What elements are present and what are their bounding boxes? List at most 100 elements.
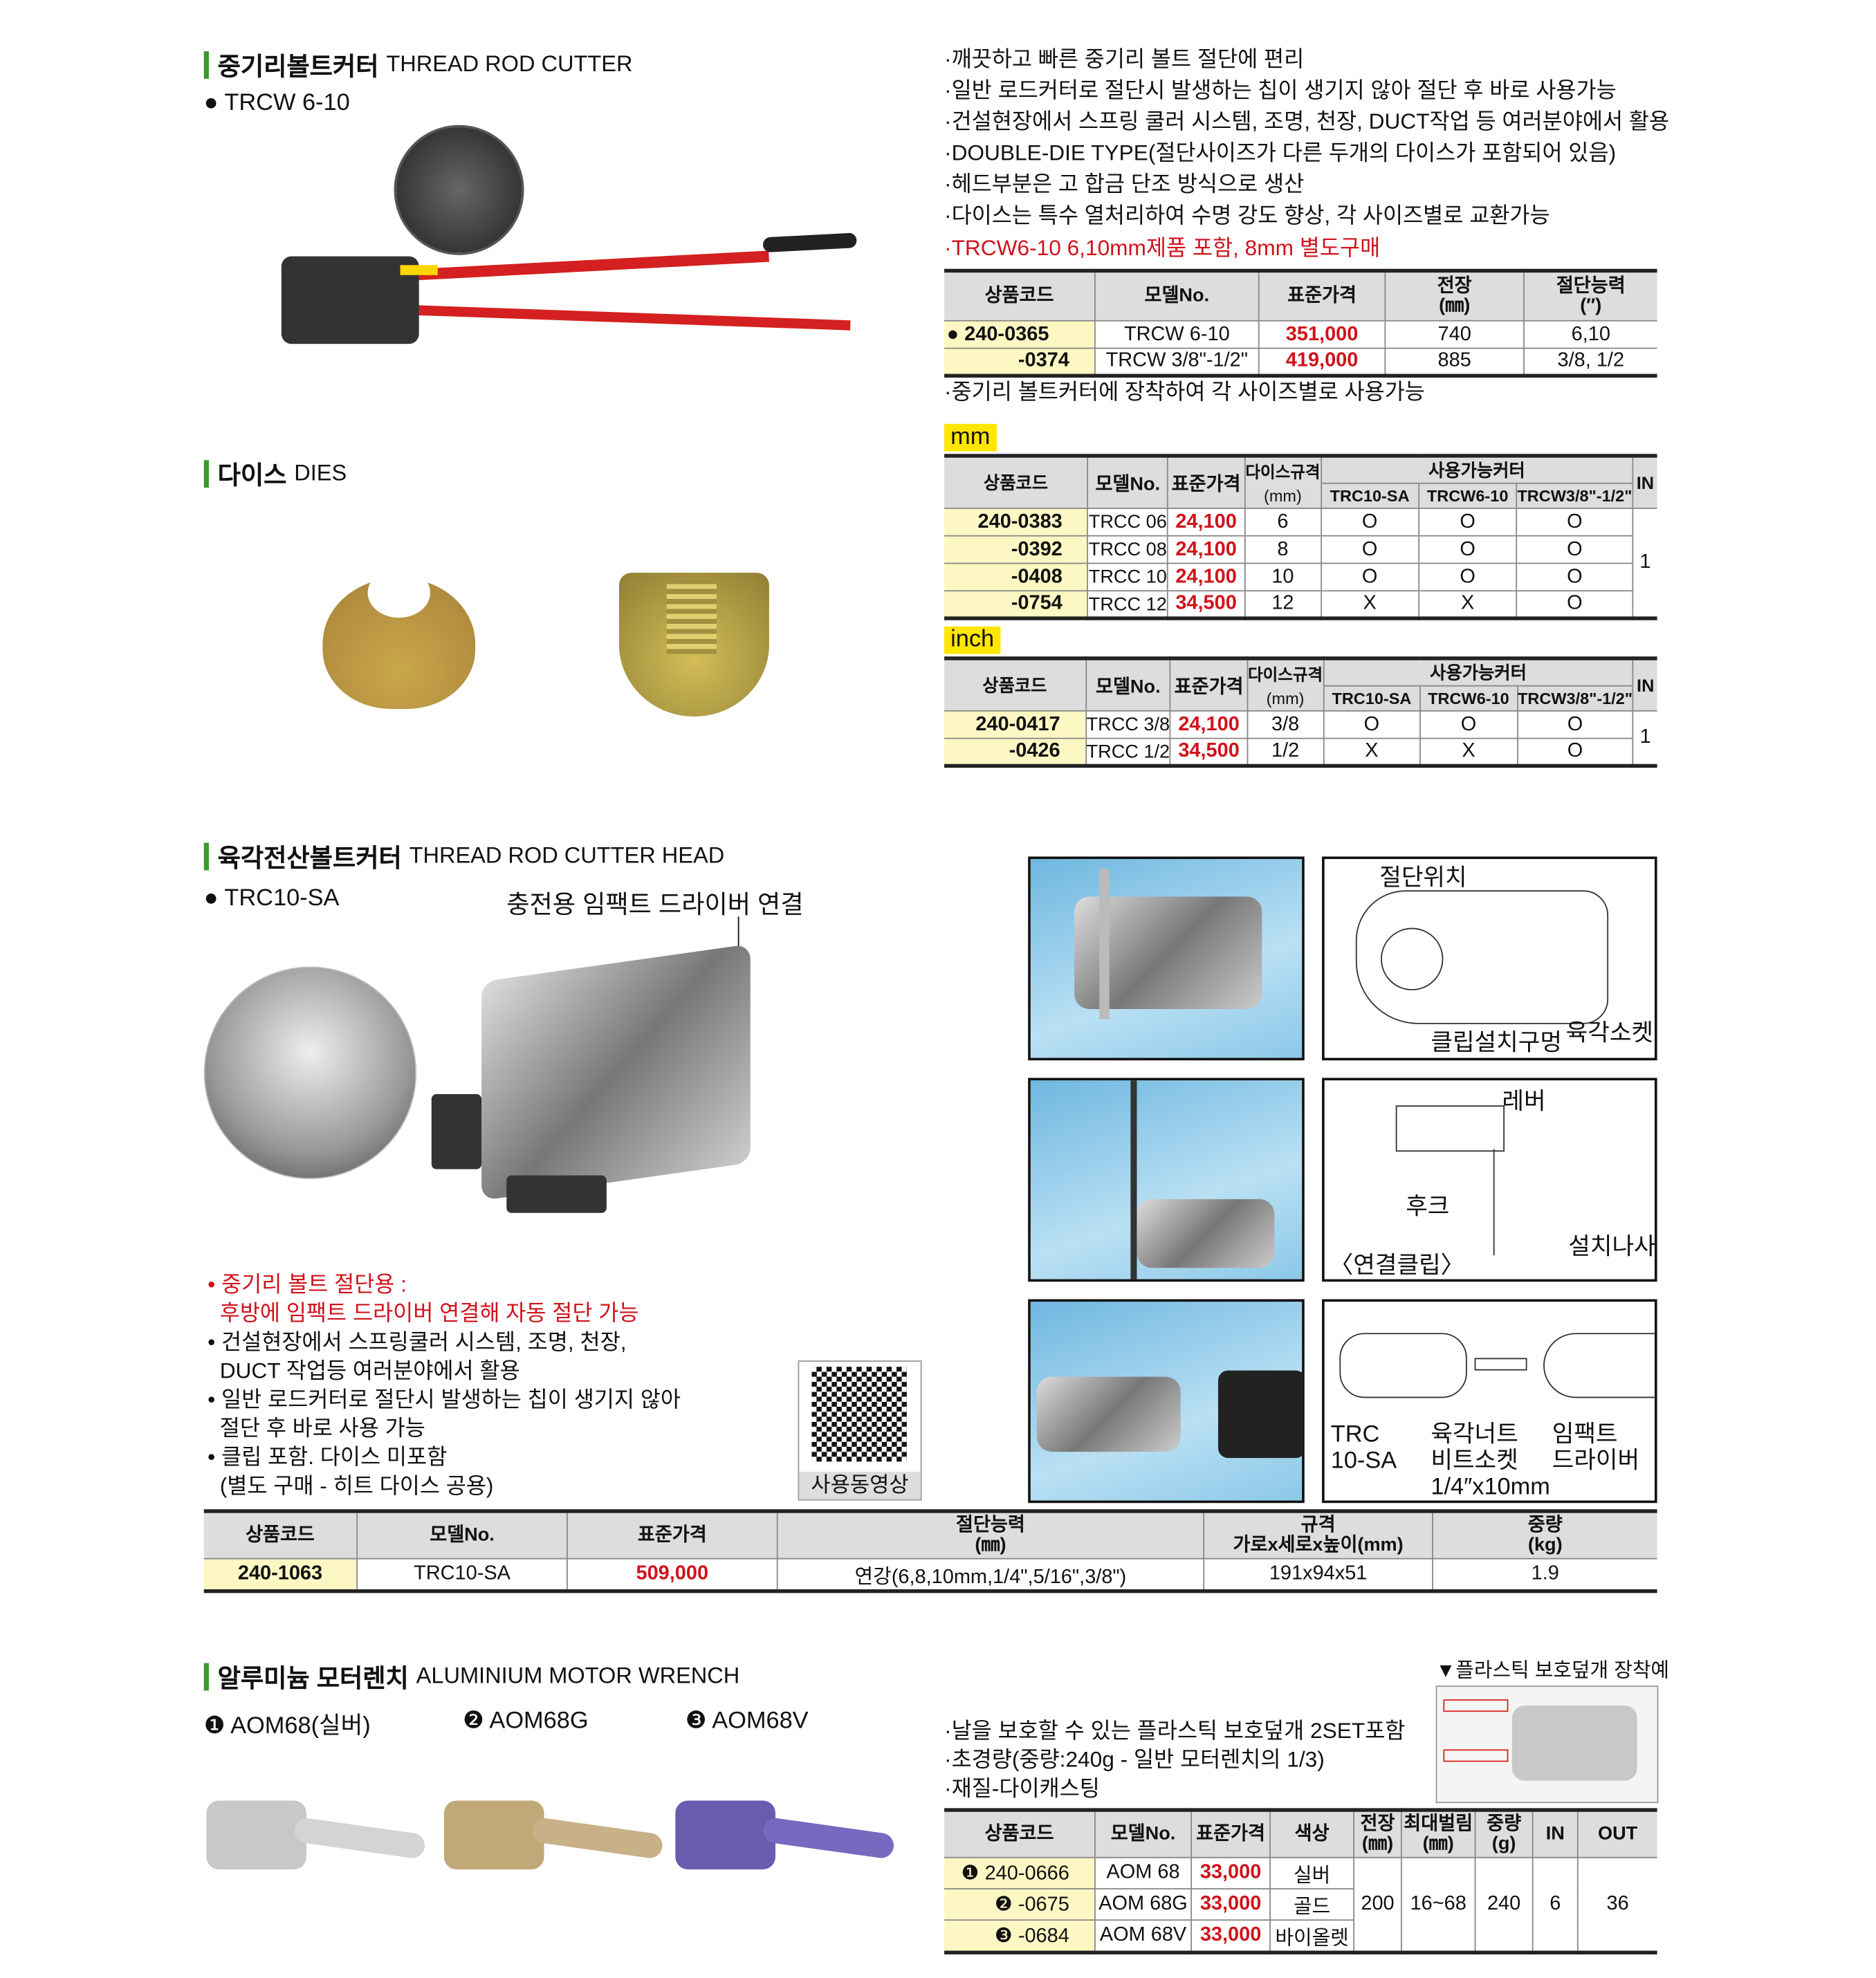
cutter-trc10-sa: X	[1320, 590, 1419, 619]
col-header: 규격 가로x세로x높이(mm)	[1203, 1510, 1433, 1560]
unit-label-mm: mm	[944, 423, 997, 452]
cutter-trc10-sa: X	[1323, 737, 1421, 767]
cutter-trcw3-8: O	[1516, 535, 1633, 564]
title-ko: 중기리볼트커터	[217, 53, 379, 82]
dies-mm-table: 상품코드 모델No. 표준가격 다이스규격 사용가능커터 IN (mm) TRC…	[944, 454, 1657, 620]
cutter-trcw6-10: O	[1419, 710, 1518, 739]
inner-qty: 1	[1632, 710, 1657, 767]
die-image	[618, 573, 769, 717]
qr-code-video[interactable]: 사용동영상	[798, 1360, 922, 1501]
col-header: IN	[1532, 1809, 1579, 1858]
price: 34,500	[1166, 590, 1246, 619]
col-header: TRCW6-10	[1419, 685, 1518, 712]
outer-qty: 36	[1576, 1856, 1657, 1954]
feature-item: DUCT 작업등 여러분야에서 활용	[208, 1358, 520, 1383]
table-row: -0374 TRCW 3/8"-1/2" 419,000 885 3/8, 1/…	[944, 347, 1657, 377]
title-en: THREAD ROD CUTTER HEAD	[409, 842, 725, 868]
product-code: -0408	[944, 562, 1089, 592]
usage-photo-cutting	[1028, 856, 1305, 1061]
price: 24,100	[1166, 535, 1246, 564]
feature-item: ·건설현장에서 스프링 쿨러 시스템, 조명, 천장, DUCT작업 등 여러분…	[944, 109, 1670, 134]
price: 24,100	[1166, 562, 1246, 592]
col-header: (mm)	[1247, 685, 1324, 712]
product-code: ● 240-0365	[944, 320, 1096, 349]
cutter-trc10-sa: O	[1323, 710, 1421, 739]
product-code: -0426	[944, 737, 1087, 767]
cutter-trcw3-8: O	[1516, 508, 1634, 537]
dies-inch-table: 상품코드 모델No. 표준가격 다이스규격 사용가능커터 IN (mm) TRC…	[944, 656, 1657, 768]
feature-item-red: 후방에 임팩트 드라이버 연결해 자동 절단 가능	[208, 1300, 639, 1326]
length: 200	[1353, 1856, 1402, 1954]
price: 24,100	[1170, 710, 1249, 739]
die-size: 8	[1244, 535, 1322, 564]
col-header: 절단능력 (″)	[1523, 270, 1657, 322]
diagram-label: 후크	[1406, 1194, 1450, 1221]
die-size: 12	[1244, 590, 1322, 619]
title-en: ALUMINIUM MOTOR WRENCH	[416, 1663, 740, 1688]
cutter-trcw6-10: O	[1417, 535, 1518, 564]
dimensions: 191x94x51	[1203, 1558, 1433, 1592]
model-no: AOM 68V	[1094, 1919, 1193, 1954]
cutter-closeup-image	[203, 966, 417, 1179]
model-label: ❸ AOM68V	[685, 1708, 809, 1735]
feature-item: ·일반 로드커터로 절단시 발생하는 칩이 생기지 않아 절단 후 바로 사용가…	[944, 77, 1617, 103]
cutter-trcw6-10: X	[1417, 590, 1518, 619]
title-en: THREAD ROD CUTTER	[386, 51, 633, 77]
motor-wrench-table: 상품코드 모델No. 표준가격 색상 전장 (㎜) 최대벌림 (㎜) 중량 (g…	[944, 1808, 1657, 1954]
col-header: 상품코드	[944, 658, 1087, 712]
col-header: 표준가격	[1190, 1809, 1271, 1858]
col-header: (mm)	[1244, 483, 1322, 509]
table-row: ● 240-0365 TRCW 6-10 351,000 740 6,10	[944, 320, 1657, 349]
col-header: 표준가격	[1166, 455, 1246, 509]
cutter-head-image	[431, 943, 757, 1219]
col-header: 상품코드	[944, 270, 1096, 322]
weight: 240	[1474, 1856, 1534, 1954]
price: 419,000	[1258, 347, 1386, 377]
usage-photo-hanging	[1028, 1078, 1305, 1282]
product-code: ❷ -0675	[944, 1888, 1096, 1921]
col-header: 다이스규격	[1247, 658, 1324, 686]
cutter-trcw6-10: O	[1417, 562, 1518, 592]
diagram-label: 육각너트 비트소켓 1/4″x10mm	[1431, 1421, 1550, 1501]
title-ko: 알루미늄 모터렌치	[217, 1665, 409, 1694]
col-header: 사용가능커터	[1323, 658, 1634, 687]
model-no: TRCC 10	[1087, 562, 1168, 592]
cutter-trcw3-8: O	[1516, 562, 1633, 592]
usage-photo-driver	[1028, 1299, 1305, 1504]
diagram-label: TRC 10-SA	[1330, 1421, 1397, 1475]
col-header: TRCW3/8"-1/2"	[1516, 482, 1633, 509]
model-label: ● TRCW 6-10	[203, 90, 350, 117]
cutter-trcw3-8: O	[1516, 590, 1633, 619]
cutter-head-table: 상품코드 모델No. 표준가격 절단능력 (㎜) 규격 가로x세로x높이(mm)…	[203, 1509, 1657, 1593]
cutter-trcw3-8: O	[1516, 737, 1633, 767]
table-row: ❸ -0684 AOM 68V 33,000 바이올렛	[944, 1919, 1657, 1954]
feature-item: 절단 후 바로 사용 가능	[208, 1415, 425, 1441]
title-ko: 다이스	[217, 462, 287, 490]
qr-label: 사용동영상	[799, 1472, 921, 1499]
die-size: 10	[1244, 562, 1322, 592]
diagram-connection-clip: 레버 후크 설치나사 〈연결클립〉	[1322, 1078, 1657, 1282]
dies-note: ·중기리 볼트커터에 장착하여 각 사이즈별로 사용가능	[944, 378, 1425, 404]
table-row: 240-1063 TRC10-SA 509,000 연강(6,8,10mm,1/…	[203, 1558, 1657, 1592]
model-no: TRCC 08	[1087, 535, 1168, 564]
weight: 1.9	[1432, 1558, 1657, 1592]
product-code: -0374	[944, 347, 1096, 377]
col-header: 모델No.	[1085, 658, 1171, 712]
col-header: 표준가격	[1258, 270, 1386, 322]
price: 34,500	[1170, 737, 1249, 767]
feature-item: ·깨끗하고 빠른 중기리 볼트 절단에 편리	[944, 46, 1305, 72]
feature-item: ·헤드부분은 고 합금 단조 방식으로 생산	[944, 171, 1305, 196]
cut-capacity: 3/8, 1/2	[1523, 347, 1657, 377]
model-no: TRCC 06	[1087, 508, 1168, 537]
wrench-violet-image	[675, 1782, 896, 1894]
diagram-label: 〈연결클립〉	[1329, 1253, 1465, 1279]
col-header: 상품코드	[944, 455, 1089, 509]
color: 골드	[1269, 1888, 1354, 1921]
col-header: 모델No.	[1087, 455, 1168, 509]
length: 885	[1384, 347, 1525, 377]
